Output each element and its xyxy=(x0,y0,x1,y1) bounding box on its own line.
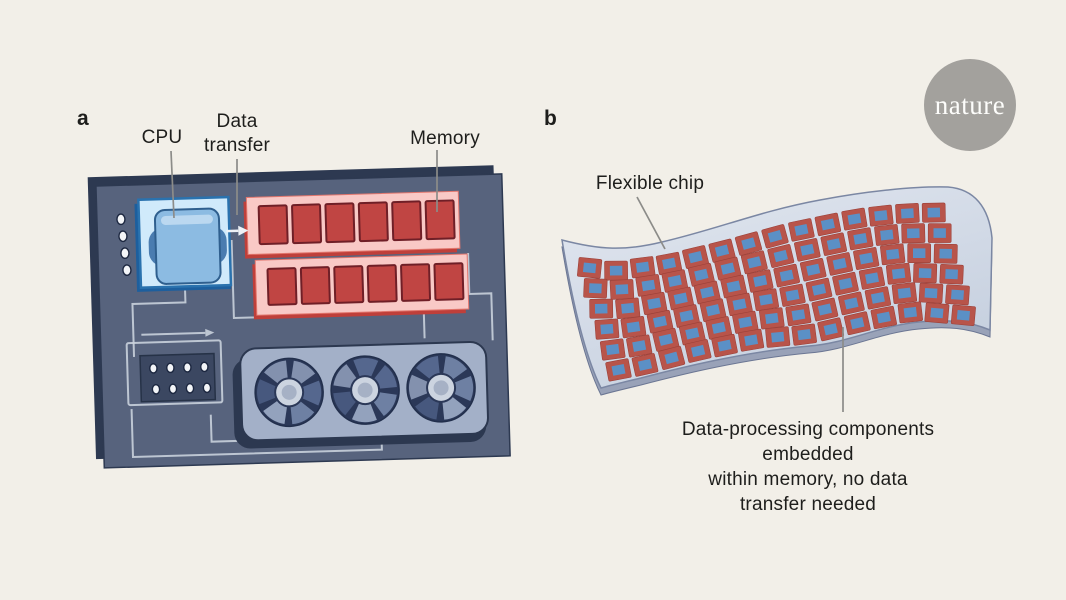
motherboard-illustration xyxy=(87,165,511,469)
panel-b-caption: Data-processing components embedded with… xyxy=(681,419,935,515)
nature-logo-text: nature xyxy=(934,89,1006,120)
panel-b-letter: b xyxy=(544,107,557,130)
flexible-chip-illustration xyxy=(561,186,993,396)
leader-lines xyxy=(170,150,844,412)
memory-label: Memory xyxy=(410,128,480,149)
cpu-label: CPU xyxy=(141,127,183,148)
flexible-chip-label: Flexible chip xyxy=(595,173,705,194)
panel-a-letter: a xyxy=(77,107,89,130)
data-transfer-label: Data transfer xyxy=(203,111,271,156)
nature-logo: nature xyxy=(924,59,1016,151)
